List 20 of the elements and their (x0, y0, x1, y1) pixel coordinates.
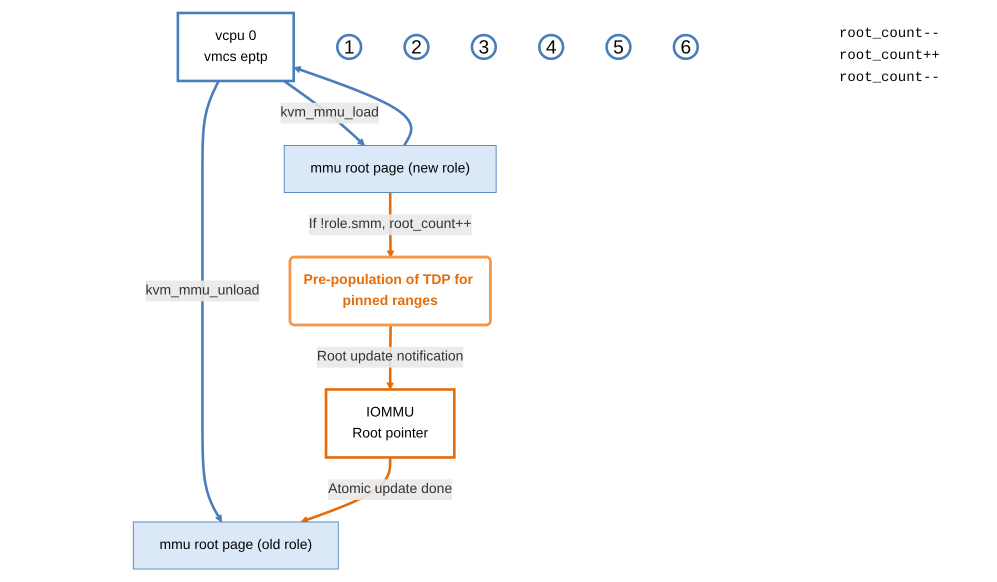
node-circle: 3 (470, 34, 498, 60)
node-circle: 1 (336, 34, 362, 60)
note-label: root_count++ (839, 48, 941, 64)
node-box: mmu root page (new role) (284, 145, 497, 193)
node-box: mmu root page (old role) (132, 522, 339, 570)
arrow (201, 80, 222, 522)
arrow (293, 66, 412, 146)
node-box: IOMMU Root pointer (324, 388, 456, 459)
edge-label: kvm_mmu_unload (146, 283, 260, 298)
note-label: root_count-- (839, 26, 941, 42)
node-circle: 5 (605, 34, 632, 60)
edge-label: Atomic update done (328, 482, 452, 497)
note-label: root_count-- (839, 70, 941, 86)
node-circle: 4 (538, 34, 564, 60)
node-box: vcpu 0 vmcs eptp (176, 12, 296, 82)
edge-label: If !role.smm, root_count++ (308, 216, 472, 232)
node-circle: 6 (672, 34, 699, 60)
edge-label: kvm_mmu_load (280, 105, 379, 120)
node-circle: 2 (403, 34, 430, 60)
edge-label: Root update notification (316, 349, 464, 364)
